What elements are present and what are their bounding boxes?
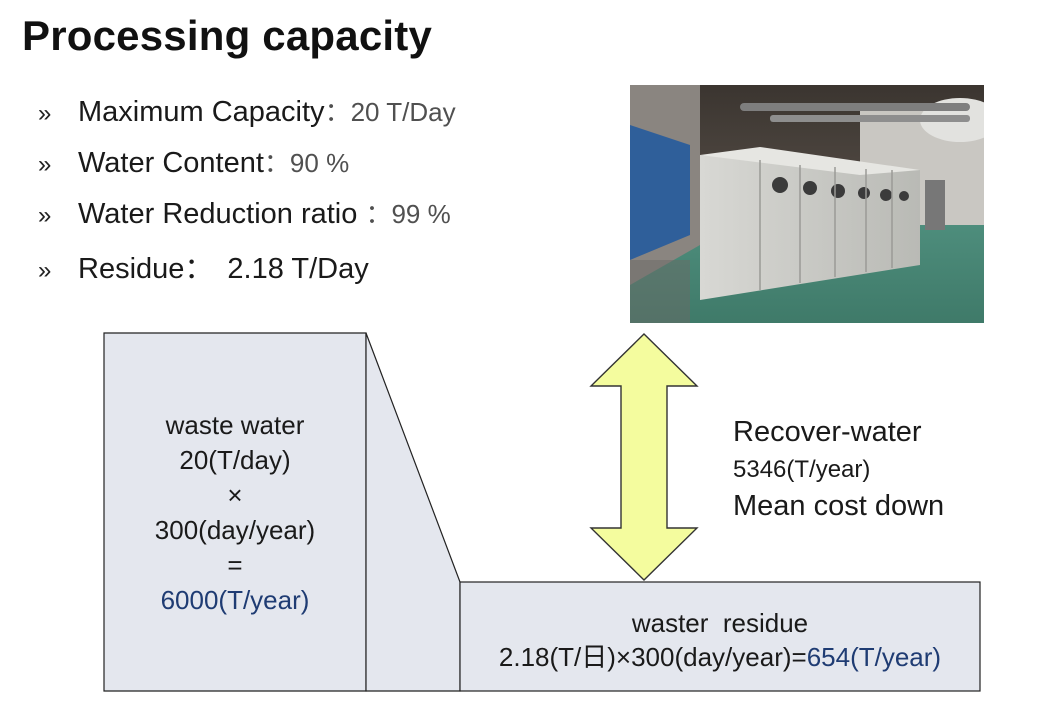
cost-down-label: Mean cost down	[733, 488, 944, 525]
waste-water-text: waste water 20(T/day) × 300(day/year) = …	[104, 408, 366, 618]
residue-result: 654(T/year)	[807, 642, 941, 672]
waste-water-days: 300(day/year)	[104, 513, 366, 548]
double-arrow	[591, 334, 697, 580]
multiply-sign: ×	[104, 478, 366, 513]
recover-water-text: Recover-water 5346(T/year) Mean cost dow…	[733, 414, 944, 525]
recover-water-label: Recover-water	[733, 414, 944, 451]
connector-wedge	[366, 333, 460, 691]
waste-water-label: waste water	[104, 408, 366, 443]
equals-sign: =	[104, 548, 366, 583]
residue-formula: 2.18(T/日)×300(day/year)=	[499, 642, 807, 672]
waste-water-yearly: 6000(T/year)	[104, 583, 366, 618]
residue-text: waster residue 2.18(T/日)×300(day/year)=6…	[460, 606, 980, 674]
residue-label: waster residue	[460, 606, 980, 640]
residue-formula-line: 2.18(T/日)×300(day/year)=654(T/year)	[460, 640, 980, 674]
waste-water-daily: 20(T/day)	[104, 443, 366, 478]
recover-water-amount: 5346(T/year)	[733, 451, 944, 488]
